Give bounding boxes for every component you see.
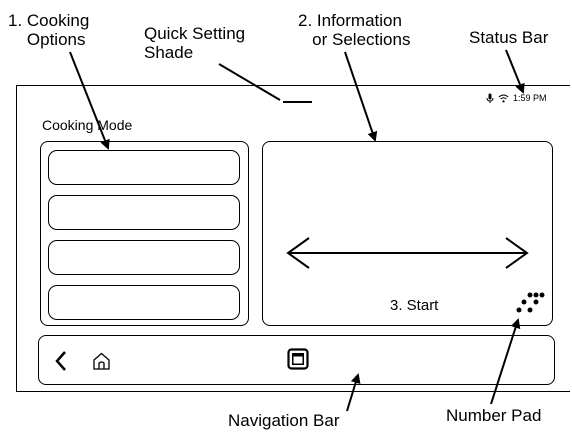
leader-number-pad xyxy=(490,318,521,405)
status-bar: 1:59 PM xyxy=(486,92,547,104)
double-arrow-icon xyxy=(286,237,529,269)
back-icon[interactable] xyxy=(54,350,68,372)
leader-quick-setting-shade xyxy=(218,63,281,101)
quick-setting-shade-handle[interactable] xyxy=(283,101,312,103)
device-screen xyxy=(16,85,570,392)
leader-information-selections xyxy=(344,51,378,142)
callout-quick-setting-shade: Quick Setting Shade xyxy=(144,24,246,62)
leader-cooking-options xyxy=(69,51,110,150)
cooking-mode-title: Cooking Mode xyxy=(42,117,133,133)
cooking-option-button-4[interactable] xyxy=(48,285,240,320)
leader-navigation-bar xyxy=(346,373,361,412)
cooking-options-panel xyxy=(40,141,249,326)
cooking-option-button-2[interactable] xyxy=(48,195,240,230)
start-button[interactable]: 3. Start xyxy=(390,297,439,314)
recent-apps-icon[interactable] xyxy=(287,348,309,370)
callout-number-pad: Number Pad xyxy=(446,406,542,425)
callout-navigation-bar: Navigation Bar xyxy=(228,411,340,430)
cooking-option-button-1[interactable] xyxy=(48,150,240,185)
number-pad-icon[interactable] xyxy=(516,291,546,317)
callout-information-selections: 2. Information or Selections xyxy=(298,11,411,49)
cooking-option-button-3[interactable] xyxy=(48,240,240,275)
wifi-icon xyxy=(498,94,509,102)
leader-status-bar xyxy=(505,49,525,94)
information-selections-panel[interactable] xyxy=(262,141,553,326)
microphone-icon xyxy=(486,93,494,103)
status-time: 1:59 PM xyxy=(513,93,547,103)
callout-status-bar: Status Bar xyxy=(469,28,549,47)
navigation-bar xyxy=(38,335,555,385)
home-icon[interactable] xyxy=(92,352,111,370)
callout-cooking-options: 1. Cooking Options xyxy=(8,11,90,49)
